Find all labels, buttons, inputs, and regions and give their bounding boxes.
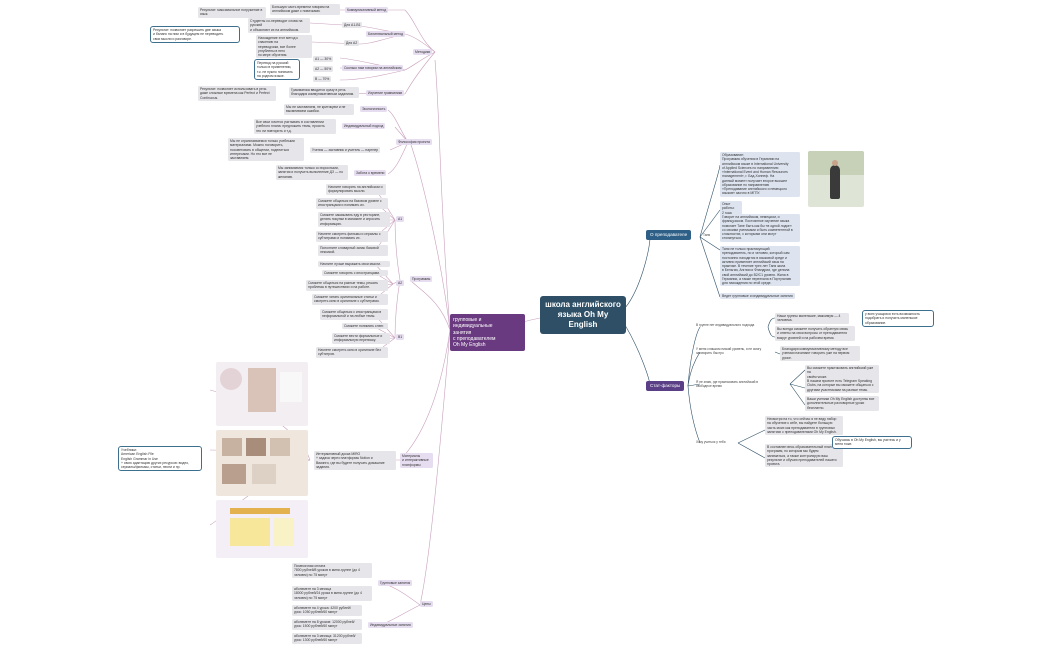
philo-individual-text: Все свои хочется учитывать в составлении… <box>254 119 336 134</box>
main-branch-lessons[interactable]: групповые и индивидуальные занятия с пре… <box>450 314 525 352</box>
branch-stats[interactable]: Стат-факторы <box>646 381 685 391</box>
a2-item-2: Сможете говорить с иностранцами. <box>322 270 388 277</box>
method-grammar-text: Грамматика вводится сразу в речь благода… <box>289 87 359 98</box>
teacher-education: Образование: Программа обучения в Герман… <box>720 152 800 197</box>
method-grammar[interactable]: Изучение грамматики <box>366 90 405 97</box>
a1-item-5: Пополните словарный запас базовой лексик… <box>318 245 388 256</box>
price-ind-4: абонемент на 4 урока: 4200 рублей/ урок:… <box>292 605 362 616</box>
stat-teacher-note: Обучаясь в Oh My English, вы учитесь и у… <box>832 436 912 449</box>
program-a2[interactable]: А2 <box>396 280 405 287</box>
root-node[interactable]: школа английского языка Oh My English <box>540 296 626 334</box>
stat-practice-1: Вы сможете практиковать английский уже н… <box>805 365 879 380</box>
stat-teacher-1: Несмотря на то, что сейчас я не веду наб… <box>765 416 843 435</box>
branch-materials[interactable]: Материалы и интерактивные платформы <box>400 453 433 468</box>
teacher-languages: Говорит на английском, немецком, и франц… <box>720 214 800 242</box>
method-bilingual-result: Результат: позволяет разрешить две языка… <box>150 26 240 43</box>
a2-item-3: Сможете общаться на разные темы, решать … <box>306 280 388 291</box>
method-own-words[interactable]: Сколько нам говорим на английском <box>342 65 404 72</box>
b1-item-4: Начнете смотреть кино в оригинале без су… <box>316 347 388 358</box>
stat-teacher-2: В составлен весь образовательный план пр… <box>765 444 843 468</box>
method-bilingual-a1: Для А1-В1 <box>342 22 363 29</box>
pct-b: В — 70% <box>313 76 332 83</box>
a1-item-1: Начните говорить на английском и формули… <box>326 184 386 195</box>
philo-partners-text: Мы не ограничиваемся только учебными мат… <box>228 138 304 162</box>
teacher-experience: Опыт работы: 2 года <box>720 201 742 216</box>
b1-item-3: Сможете вести формальные и информальную … <box>332 333 390 344</box>
price-ind-3m: абонемент на 3 месяца: 31200 рублей/ уро… <box>292 633 362 644</box>
miro-board-image-3 <box>216 500 308 558</box>
philo-partners[interactable]: Ученик — заставник и учитель — партнер <box>310 147 381 154</box>
branch-programs[interactable]: Программы <box>410 276 433 283</box>
materials-books: Учебники: American English File English … <box>118 446 202 472</box>
method-bilingual-a2: Для А2 <box>344 40 360 47</box>
a1-item-3: Сможете заказывать еду в ресторане, дела… <box>318 212 390 227</box>
branch-philosophy[interactable]: Философия проекта <box>396 139 432 146</box>
philo-ecology[interactable]: Экологичность <box>360 106 388 113</box>
program-b1[interactable]: В1 <box>396 334 405 341</box>
a2-item-4: Сможете читать оригинальные статьи и смо… <box>312 294 388 305</box>
method-bilingual-a1-text: Студенты со-переводят слова на русский и… <box>248 18 310 33</box>
branch-teacher[interactable]: О преподавателе <box>646 230 692 240</box>
pct-a1: А1 — 30% <box>313 56 334 63</box>
stat-groups-text2: Вы всегда сможете получить обратную связ… <box>775 326 855 341</box>
method-grammar-result: Результат: позволяет использовать в речь… <box>198 86 276 101</box>
philo-individual[interactable]: Индивидуальный подход <box>342 123 386 130</box>
branch-methods[interactable]: Методики <box>413 49 433 56</box>
b1-item-1: Сможете общаться с иностранцами в неформ… <box>320 309 388 320</box>
stat-practice-3: Ваши ученики Oh My English доступны все … <box>805 396 879 411</box>
stat-groups-title: В группе нет индивидуального подхода <box>696 323 755 327</box>
method-bilingual-a2-text: Нахождение этот метод к спасению на пере… <box>256 35 312 59</box>
stat-speak-text: Благодаря коммуникативному методу все уч… <box>780 346 860 361</box>
stat-practice-2: В нашем проекте есть Telegram Speaking C… <box>805 378 879 393</box>
method-bilingual[interactable]: Билингвальный метод <box>366 31 406 38</box>
price-group[interactable]: Групповые занятия <box>378 580 413 587</box>
method-communicative[interactable]: Коммуникативный метод <box>345 7 389 14</box>
a1-item-4: Начнете смотреть фильмы и сериалы с субт… <box>316 231 388 242</box>
pct-a2: А2 — 50% <box>313 66 334 73</box>
program-a1[interactable]: А1 <box>396 216 405 223</box>
stat-groups-note: у всех учащихся есть возможность подобра… <box>862 310 934 327</box>
materials-platforms: Интерактивный доска MIRO + задача через … <box>314 451 396 470</box>
miro-board-image-1 <box>216 362 308 426</box>
teacher-photo <box>808 151 864 207</box>
method-comm-result: Результат: максимальное погружение в язы… <box>198 7 266 18</box>
philo-ecology-text: Мы не заставляем, не критикуем и не высм… <box>284 104 354 115</box>
philo-time-text: Мы занимаемся только со взрослыми, занят… <box>276 165 348 180</box>
miro-board-image-2 <box>216 430 308 496</box>
teacher-name: Таня <box>703 233 711 237</box>
branch-prices[interactable]: Цены <box>420 601 433 608</box>
stat-speak-title: У меня слишком низкий уровень, я не смог… <box>696 347 762 355</box>
price-group-3m: абонемент на 3 месяца 18000 рублей/24 ур… <box>292 586 372 601</box>
own-words-note: Перевод на русский только в применении, … <box>254 59 300 80</box>
price-group-monthly: Помесячная оплата 7800 рублей/8 уроков в… <box>292 563 372 578</box>
stat-teacher-title: Хочу учиться у тебя <box>696 440 726 444</box>
teacher-lessons: Ведет групповые и индивидуальные занятия <box>720 293 795 300</box>
teacher-practice: Таня не только практикующий преподавател… <box>720 246 800 287</box>
a2-item-1: Начните лучше выражать свои мысли. <box>318 261 390 268</box>
philo-time[interactable]: Забота о времени <box>354 170 387 177</box>
price-individual[interactable]: Индивидуальные занятия <box>368 622 413 629</box>
stat-groups-text: Наши группы маленькие, максимум — 4 чело… <box>775 313 849 324</box>
stat-practice-title: Я не знаю, где практиковать английский в… <box>696 380 758 388</box>
method-comm-text: Большую часть времени говорим на английс… <box>270 4 340 15</box>
b1-item-2: Сможете понимать слэнг. <box>342 323 388 330</box>
a1-item-2: Сможете общаться на базовом уровне с ино… <box>316 198 388 209</box>
price-ind-8: абонемент на 8 уроков: 12000 рублей/ уро… <box>292 619 362 630</box>
